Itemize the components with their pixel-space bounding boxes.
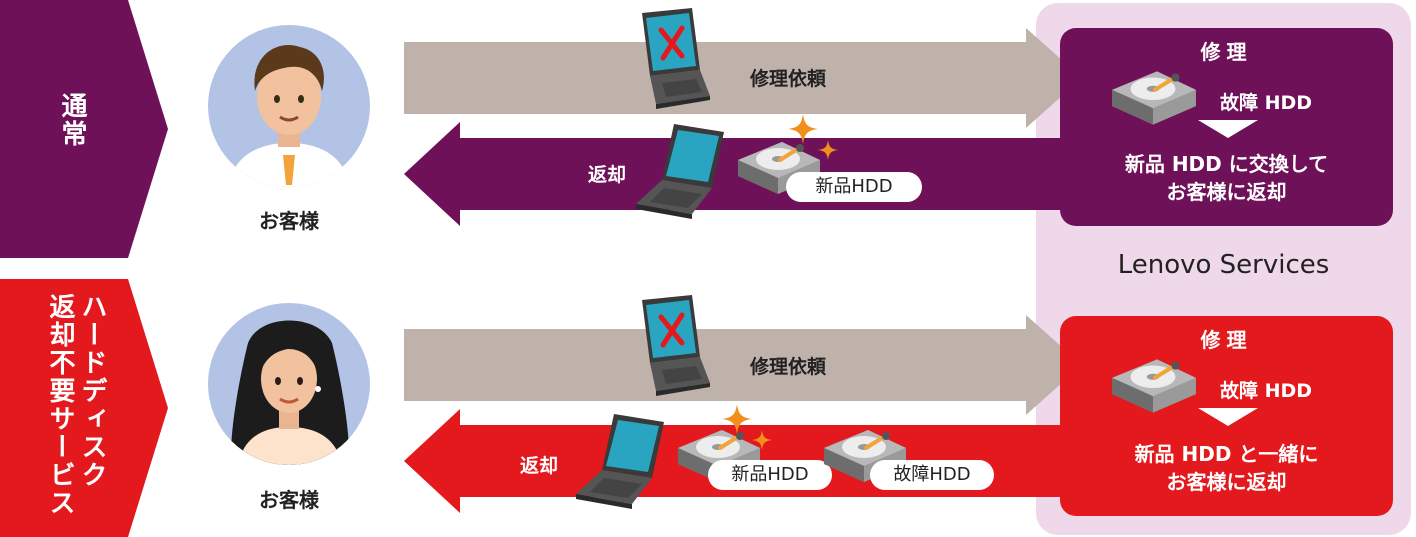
request-label-hdd-service: 修理依頼 [750, 356, 827, 378]
request-arrow-hdd-service [404, 315, 1082, 415]
service-title: 修理 [1200, 328, 1253, 352]
return-label-hdd-service: 返却 [520, 455, 559, 477]
row-label-normal-text: 通常 [57, 92, 87, 148]
service-card-hdd-service: 修理 故障 HDD 新品 HDD と一緒に お客様に返却 [1060, 316, 1393, 516]
fault-hdd-label: 故障 HDD [1220, 380, 1313, 402]
service-result-hdd-service: 新品 HDD と一緒に お客様に返却 [1134, 442, 1319, 494]
sparkle-icon [788, 114, 818, 144]
row-label-hdd-service: ハードディスク返却不要サービス [0, 279, 170, 537]
broken-laptop-icon [632, 295, 712, 405]
fault-hdd-label: 故障 HDD [1220, 92, 1313, 114]
repaired-laptop-icon [634, 122, 744, 222]
faulty-hdd-icon [1108, 66, 1200, 130]
row-label-hdd-service-text: ハードディスク返却不要サービス [45, 293, 107, 517]
service-card-normal: 修理 故障 HDD 新品 HDD に交換して お客様に返却 [1060, 28, 1393, 226]
sparkle-icon [818, 140, 838, 160]
customer-avatar-male [208, 25, 370, 187]
row-label-normal: 通常 [0, 0, 170, 258]
customer-label-hdd-service: お客様 [259, 488, 319, 512]
faulty-hdd-pill: 故障HDD [870, 460, 994, 490]
broken-laptop-icon [632, 8, 712, 118]
sparkle-icon [722, 404, 752, 434]
return-label-normal: 返却 [588, 164, 627, 186]
service-title: 修理 [1200, 40, 1253, 64]
down-triangle-icon [1198, 120, 1258, 138]
service-result-normal: 新品 HDD に交換して お客様に返却 [1124, 152, 1329, 204]
faulty-hdd-icon [1108, 354, 1200, 418]
new-hdd-pill: 新品HDD [786, 172, 922, 202]
new-hdd-pill: 新品HDD [708, 460, 832, 490]
customer-label-normal: お客様 [259, 209, 319, 233]
request-arrow-normal [404, 28, 1082, 128]
provider-name: Lenovo Services [1117, 250, 1330, 280]
down-triangle-icon [1198, 408, 1258, 426]
customer-avatar-female [208, 303, 370, 465]
repaired-laptop-icon [574, 412, 684, 512]
request-label-normal: 修理依頼 [750, 68, 827, 90]
sparkle-icon [752, 430, 772, 450]
